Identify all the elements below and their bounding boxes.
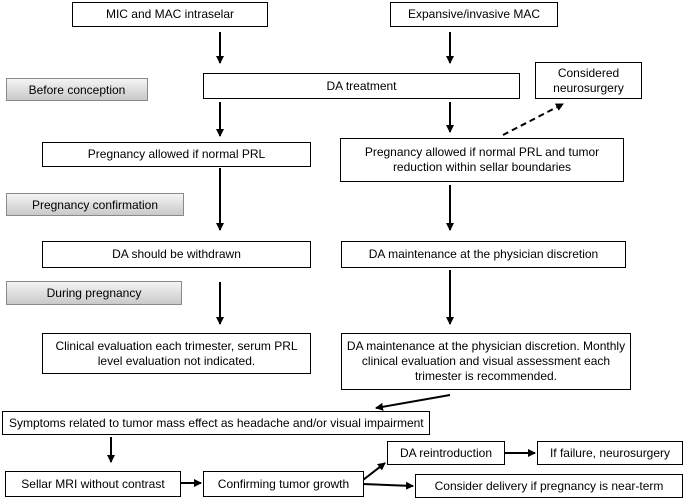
box-symptoms: Symptoms related to tumor mass effect as… bbox=[2, 411, 430, 435]
label-pregnancy-confirmation: Pregnancy confirmation bbox=[6, 193, 184, 216]
box-da-maintenance: DA maintenance at the physician discreti… bbox=[341, 241, 626, 268]
box-da-maintenance-monthly: DA maintenance at the physician discreti… bbox=[341, 333, 631, 390]
box-if-failure-neurosurgery: If failure, neurosurgery bbox=[537, 441, 683, 465]
arrow-confirming-to-reintroduction bbox=[362, 462, 386, 481]
box-da-withdrawn: DA should be withdrawn bbox=[42, 241, 311, 268]
box-sellar-mri: Sellar MRI without contrast bbox=[5, 471, 181, 497]
box-da-reintroduction: DA reintroduction bbox=[387, 441, 505, 465]
box-expansive-invasive-mac: Expansive/invasive MAC bbox=[390, 2, 558, 27]
box-pregnancy-allowed-right: Pregnancy allowed if normal PRL and tumo… bbox=[340, 138, 624, 182]
arrow-monthly-to-symptoms bbox=[375, 394, 451, 411]
box-da-treatment: DA treatment bbox=[203, 73, 520, 99]
arrow-confirming-to-delivery bbox=[362, 481, 414, 490]
box-clinical-evaluation: Clinical evaluation each trimester, seru… bbox=[42, 333, 311, 374]
box-pregnancy-allowed-left: Pregnancy allowed if normal PRL bbox=[42, 142, 311, 167]
arrow-preg-to-neurosurgery bbox=[502, 103, 564, 136]
label-before-conception: Before conception bbox=[6, 78, 148, 101]
box-considered-neurosurgery: Considered neurosurgery bbox=[535, 62, 642, 99]
box-mic-mac-intraselar: MIC and MAC intraselar bbox=[72, 2, 268, 27]
box-confirming-tumor-growth: Confirming tumor growth bbox=[203, 471, 364, 497]
box-consider-delivery: Consider delivery if pregnancy is near-t… bbox=[415, 474, 683, 498]
label-during-pregnancy: During pregnancy bbox=[6, 281, 182, 305]
